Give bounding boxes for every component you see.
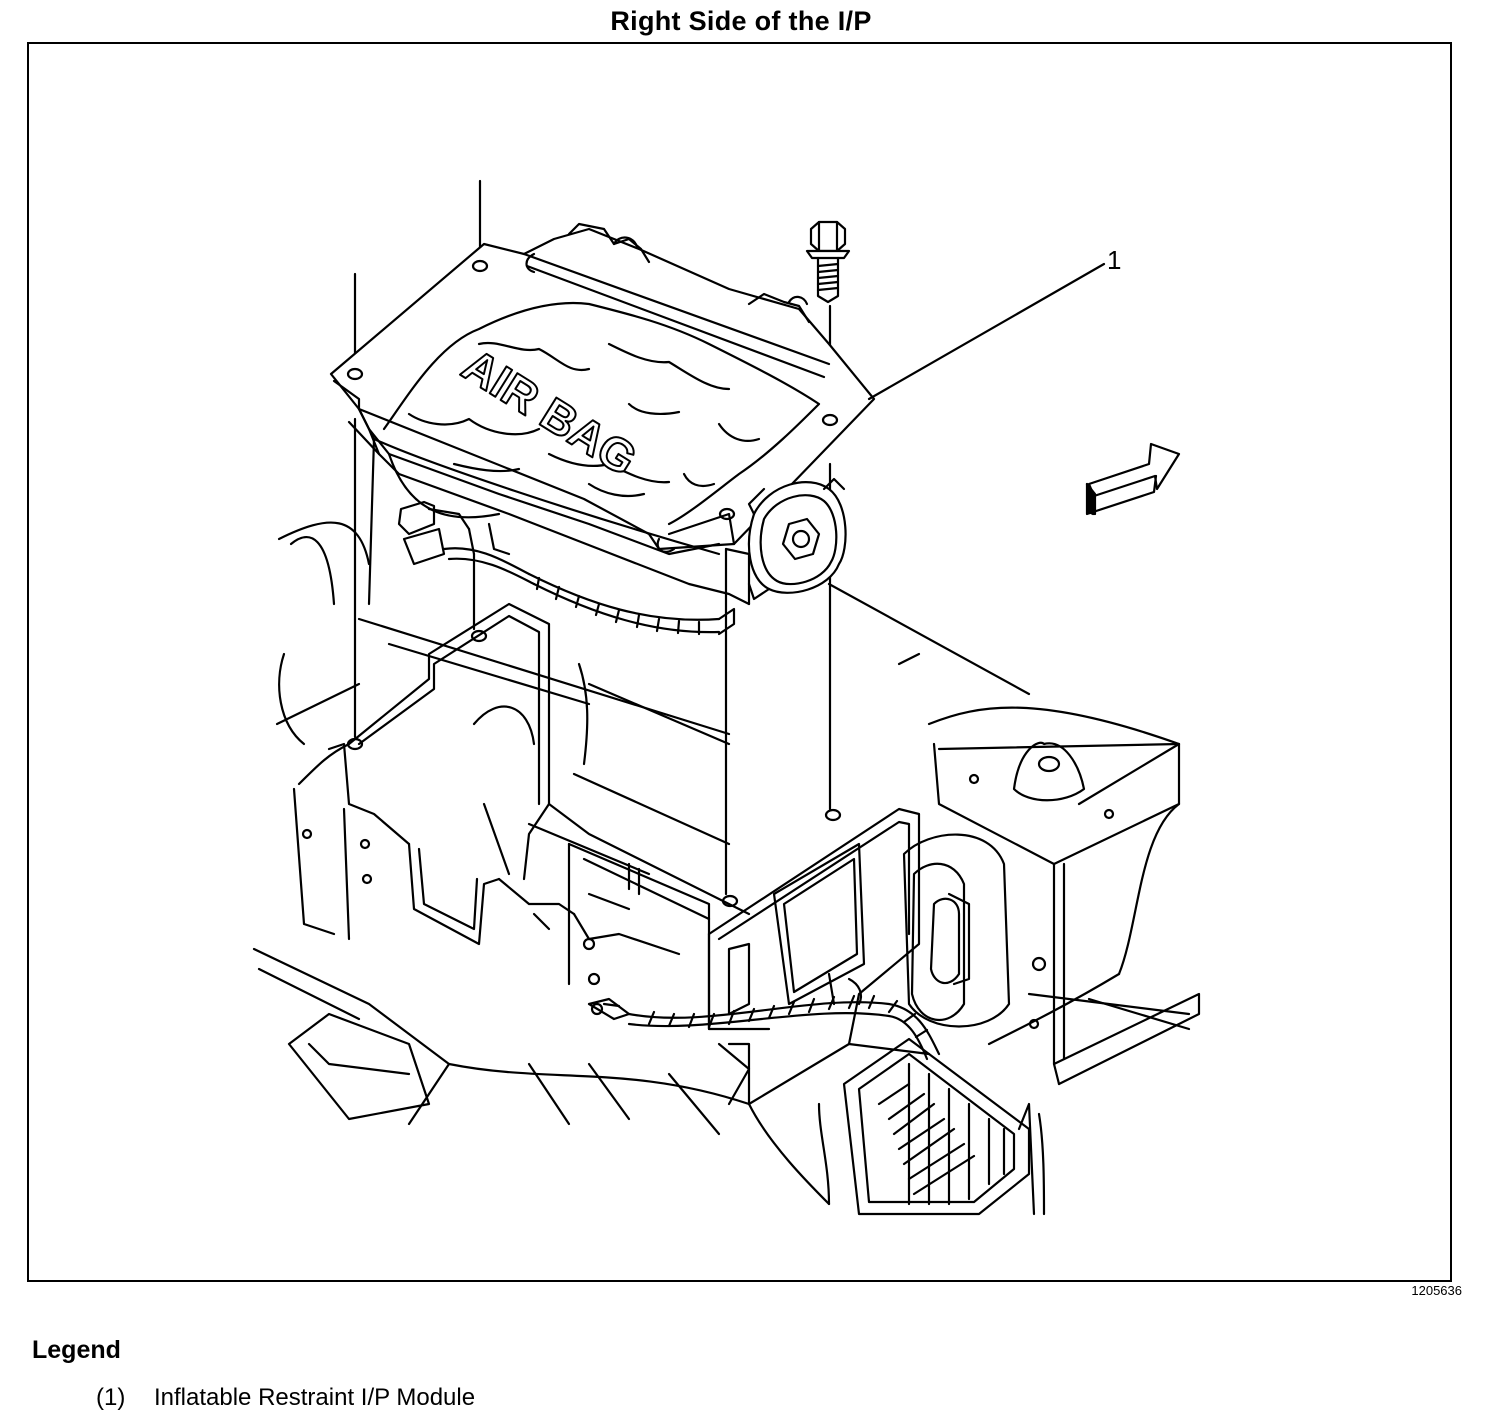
diagram-frame: AIR BAG xyxy=(27,42,1452,1282)
center-duct-box xyxy=(292,602,751,1031)
mounting-bolt xyxy=(805,220,851,304)
side-bracket-nut xyxy=(747,477,847,601)
exploded-view-illustration: AIR BAG xyxy=(252,179,1201,1216)
dash-carrier-outline xyxy=(275,521,1201,1086)
callout-label-1: 1 xyxy=(1107,245,1121,275)
mounting-frame xyxy=(527,662,921,1046)
legend-item-label: Inflatable Restraint I/P Module xyxy=(154,1384,476,1411)
legend-list: (1) Inflatable Restraint I/P Module xyxy=(96,1384,475,1412)
blower-duct xyxy=(902,833,1011,1028)
callout-1: 1 xyxy=(867,245,1121,401)
inflatable-restraint-module: AIR BAG xyxy=(329,222,876,636)
lower-structure xyxy=(252,947,831,1206)
legend-item: (1) Inflatable Restraint I/P Module xyxy=(96,1384,475,1412)
figure-id: 1205636 xyxy=(1411,1283,1462,1298)
forward-direction-arrow-icon xyxy=(1085,442,1181,516)
wiring-harness xyxy=(587,972,941,1206)
diagram-title: Right Side of the I/P xyxy=(610,6,872,36)
legend-heading: Legend xyxy=(32,1336,121,1364)
bulk-connector xyxy=(842,1037,1046,1216)
legend-item-number: (1) xyxy=(96,1384,126,1411)
